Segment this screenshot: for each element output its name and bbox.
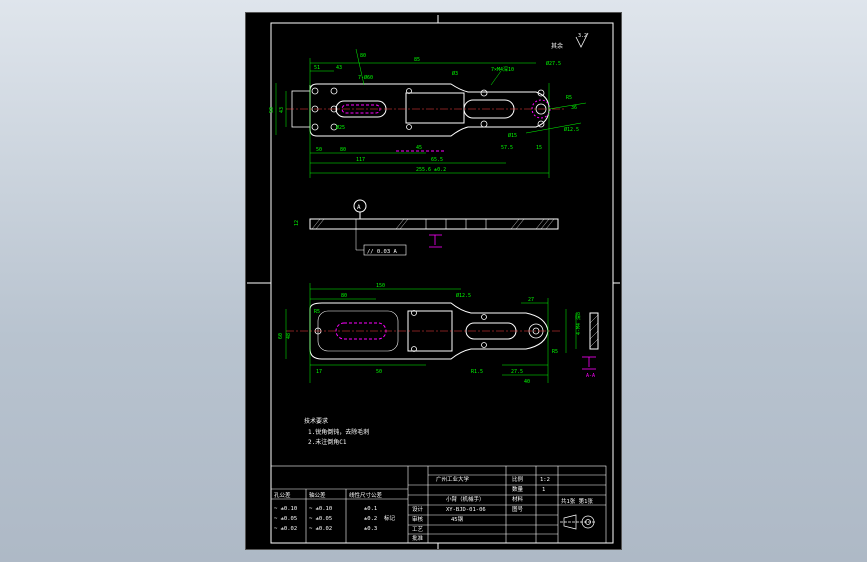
window <box>405 92 465 124</box>
tb-label-material: 材料 <box>512 495 524 503</box>
dim-85: 85 <box>414 57 420 63</box>
dim-80-top: 80 <box>360 53 366 59</box>
tb-tol-shaft: 轴公差 <box>309 491 326 499</box>
tb-row-design: 设计 <box>412 505 424 513</box>
dim-50-b: 50 <box>376 369 382 375</box>
tech-notes: 技术要求 1.锐角倒钝，去除毛刺 2.未注倒角C1 <box>304 417 369 446</box>
datum-label: A <box>357 204 361 211</box>
dim-40: 40 <box>524 379 530 385</box>
front-view: A // 0.03 A 12 <box>294 199 559 256</box>
title-block-grid <box>270 465 607 544</box>
dim-m4-b: 4-M4 深8 <box>575 312 582 335</box>
dim-150: 150 <box>376 283 385 289</box>
dim-r5-b: R5 <box>314 309 320 315</box>
dim-r15: R1.5 <box>471 369 483 375</box>
tb-label-qty: 数量 <box>512 485 524 493</box>
notes-title: 技术要求 <box>304 417 328 425</box>
dim-80-bottom: 80 <box>340 147 346 153</box>
dim-48: 48 <box>286 333 292 339</box>
tb-tol-r3c1: ~ ±0.02 <box>274 526 297 532</box>
drawing-sheet: 其余 3.2 <box>245 12 622 550</box>
dim-7-holes: 7-Ø60 <box>358 74 373 81</box>
tb-tol-r1c2: ~ ±0.10 <box>309 506 332 512</box>
section-aa-label: A-A <box>586 373 595 379</box>
tb-drawing-number: XY-BJD-01-06 <box>446 507 486 513</box>
tolerance-text: // 0.03 A <box>367 249 397 255</box>
top-dim-texts: 80 85 51 43 7-Ø60 Ø3 Ø25 7×M4深10 Ø27.5 R… <box>269 53 579 173</box>
section-mark <box>429 234 442 248</box>
front-ticks <box>355 219 487 229</box>
tb-tol-r2c3: ±0.2 <box>364 516 377 522</box>
tb-row-process: 工艺 <box>412 526 424 533</box>
dim-60: 60 <box>278 333 284 339</box>
dim-d125-b: Ø12.5 <box>456 292 471 299</box>
tb-tol-linear: 线性尺寸公差 <box>349 491 383 499</box>
section-aa <box>589 312 599 350</box>
dim-r5: R5 <box>566 95 572 101</box>
dim-d25: Ø25 <box>336 124 345 131</box>
dim-27: 27 <box>528 297 534 303</box>
dim-overall: 255.6 ±0.2 <box>416 167 446 173</box>
dim-15: 15 <box>536 145 542 151</box>
bottom-dim-lines <box>285 283 577 383</box>
dim-45: 45 <box>416 145 422 151</box>
dim-d275: Ø27.5 <box>546 60 561 67</box>
top-view: 80 85 51 43 7-Ø60 Ø3 Ø25 7×M4深10 Ø27.5 R… <box>269 48 587 178</box>
top-view-outline <box>309 83 550 137</box>
tb-tol-hole: 孔公差 <box>274 491 291 499</box>
dim-575: 57.5 <box>501 145 513 151</box>
front-side-dim: 12 <box>294 220 300 226</box>
dim-r5-right: R5 <box>552 349 558 355</box>
dim-43: 43 <box>336 65 342 71</box>
dim-51: 51 <box>314 65 320 71</box>
note-1: 1.锐角倒钝，去除毛刺 <box>308 428 369 436</box>
drawing-canvas: 其余 3.2 <box>247 15 620 549</box>
dim-117: 117 <box>356 157 365 163</box>
dim-d15: Ø15 <box>508 132 517 139</box>
tb-tol-r1c1: ~ ±0.10 <box>274 506 297 512</box>
dim-50-side: 50 <box>269 107 275 113</box>
tb-tol-r2c1: ~ ±0.05 <box>274 516 297 522</box>
tb-label-dwgno: 图号 <box>512 505 524 513</box>
surface-finish-value: 3.2 <box>578 33 587 39</box>
border-frame <box>270 22 614 544</box>
front-hatch <box>311 218 555 230</box>
dim-655: 65.5 <box>431 157 443 163</box>
title-block-text: 广州工业大学 小臂（机械手） XY-BJD-01-06 45钢 比例 数量 材料… <box>274 475 593 542</box>
section-aa-mark <box>582 356 596 370</box>
tb-tol-r2c2: ~ ±0.05 <box>309 516 332 522</box>
bottom-view: A-A 150 80 R5 Ø12.5 27 60 48 17 27.5 40 <box>278 283 599 385</box>
tb-tol-r1c3: ±0.1 <box>364 506 377 512</box>
tb-school: 广州工业大学 <box>436 475 470 483</box>
dim-d3: Ø3 <box>452 70 458 77</box>
dim-275: 27.5 <box>511 369 523 375</box>
dim-80-b: 80 <box>341 293 347 299</box>
top-dim-lines <box>275 48 587 178</box>
tb-sheet: 共1张 第1张 <box>561 497 593 505</box>
dim-d125: Ø12.5 <box>564 126 579 133</box>
tb-qty: 1 <box>542 487 545 493</box>
tb-mark: 标记 <box>384 514 396 522</box>
dim-m4: 7×M4深10 <box>491 66 514 73</box>
dim-36: 36 <box>571 105 577 111</box>
tb-row-check: 审核 <box>412 515 424 523</box>
tb-scale: 1:2 <box>540 477 550 483</box>
note-2: 2.未注倒角C1 <box>308 438 347 446</box>
tb-tol-r3c2: ~ ±0.02 <box>309 526 332 532</box>
tb-material: 45钢 <box>451 515 464 523</box>
surface-finish-icon: 其余 3.2 <box>551 32 589 50</box>
projection-symbol-icon <box>560 514 596 530</box>
tb-label-scale: 比例 <box>512 475 524 483</box>
dim-17: 17 <box>316 369 322 375</box>
dim-50: 50 <box>316 147 322 153</box>
tb-tol-r3c3: ±0.3 <box>364 526 377 532</box>
front-view-outline <box>309 218 559 230</box>
bottom-dim-texts: 150 80 R5 Ø12.5 27 60 48 17 27.5 40 50 R… <box>278 283 582 385</box>
dim-43-side: 43 <box>279 107 285 113</box>
tb-row-approve: 批准 <box>412 534 424 542</box>
surface-finish-other: 其余 <box>551 42 563 50</box>
tb-part-name: 小臂（机械手） <box>446 495 485 503</box>
